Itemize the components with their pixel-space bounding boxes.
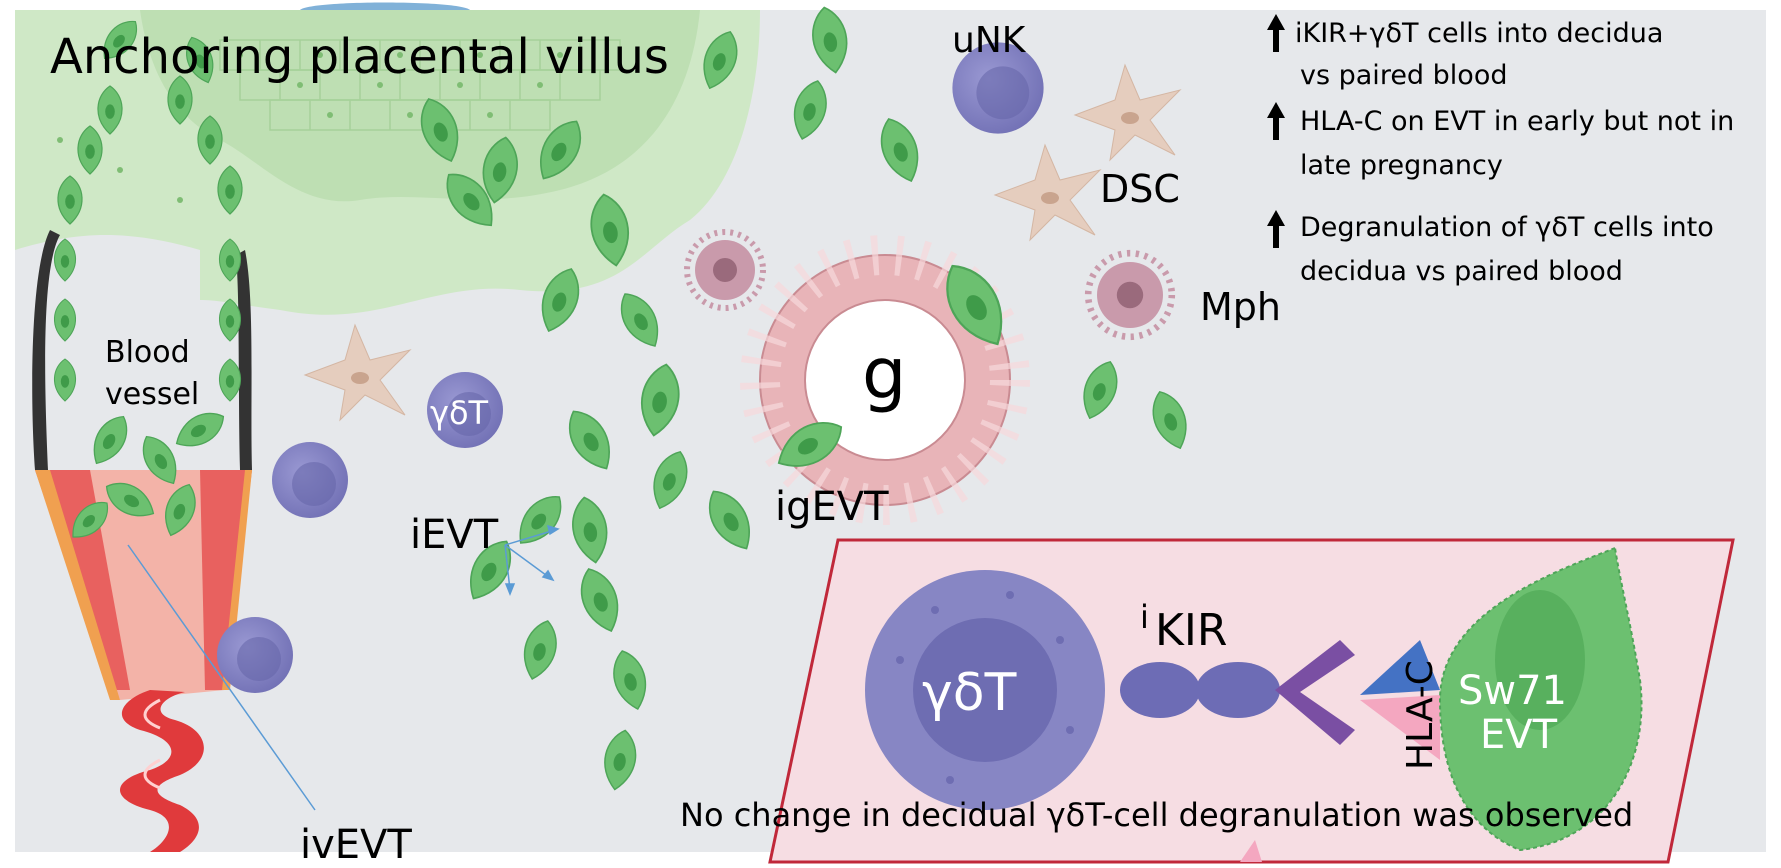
diagram-title: Anchoring placental villus — [50, 29, 669, 85]
ivevt-pointer — [127, 544, 316, 811]
inset-panel — [768, 538, 1735, 864]
hla-c-molecule — [1360, 640, 1440, 760]
up-arrow-icon — [1267, 102, 1285, 140]
up-arrow-icon — [1267, 14, 1285, 52]
ikir-receptor — [1120, 640, 1355, 745]
finding-2-line2: late pregnancy — [1300, 150, 1503, 181]
finding-3-line2: decidua vs paired blood — [1300, 256, 1623, 287]
ivevt-label: ivEVT — [300, 822, 412, 868]
blood-vessel-label-line1: Blood — [105, 335, 190, 370]
ikir-label: KIR — [1155, 605, 1227, 656]
gland — [740, 235, 1030, 525]
inset-evt-cell — [1438, 546, 1643, 852]
up-arrow-icon — [1267, 210, 1285, 248]
ikir-prefix-label: i — [1140, 598, 1149, 636]
ievt-arrows — [504, 524, 560, 597]
finding-1-line2: vs paired blood — [1300, 60, 1507, 91]
inset-caption: No change in decidual γδT-cell degranula… — [680, 796, 1633, 834]
dsc-label: DSC — [1100, 167, 1180, 211]
ievt-label: iEVT — [410, 512, 499, 558]
mph-label: Mph — [1200, 285, 1281, 329]
gdt-small-label: γδT — [430, 394, 489, 432]
finding-3-line1: Degranulation of γδT cells into — [1300, 212, 1714, 243]
hla-c-label: HLA-C — [1400, 660, 1441, 770]
igevt-label: igEVT — [775, 484, 889, 530]
blood-vessel-label-line2: vessel — [105, 377, 199, 412]
nk-cell — [217, 617, 293, 693]
unk-label: uNK — [952, 20, 1027, 61]
inset-gdt-label: γδT — [922, 663, 1017, 723]
findings-list: iKIR+γδT cells into decidua vs paired bl… — [1295, 18, 1734, 287]
inset-gdt-cell — [865, 570, 1105, 810]
nk-cell — [272, 442, 348, 518]
finding-2-line1: HLA-C on EVT in early but not in — [1300, 106, 1734, 137]
finding-1-line1: iKIR+γδT cells into decidua — [1295, 18, 1663, 49]
evt-label-line1: Sw71 — [1458, 668, 1567, 714]
decoration-triangle — [1240, 840, 1262, 862]
blood-vessel — [32, 230, 252, 852]
gland-label: g — [862, 333, 906, 415]
evt-label-line2: EVT — [1480, 712, 1558, 758]
